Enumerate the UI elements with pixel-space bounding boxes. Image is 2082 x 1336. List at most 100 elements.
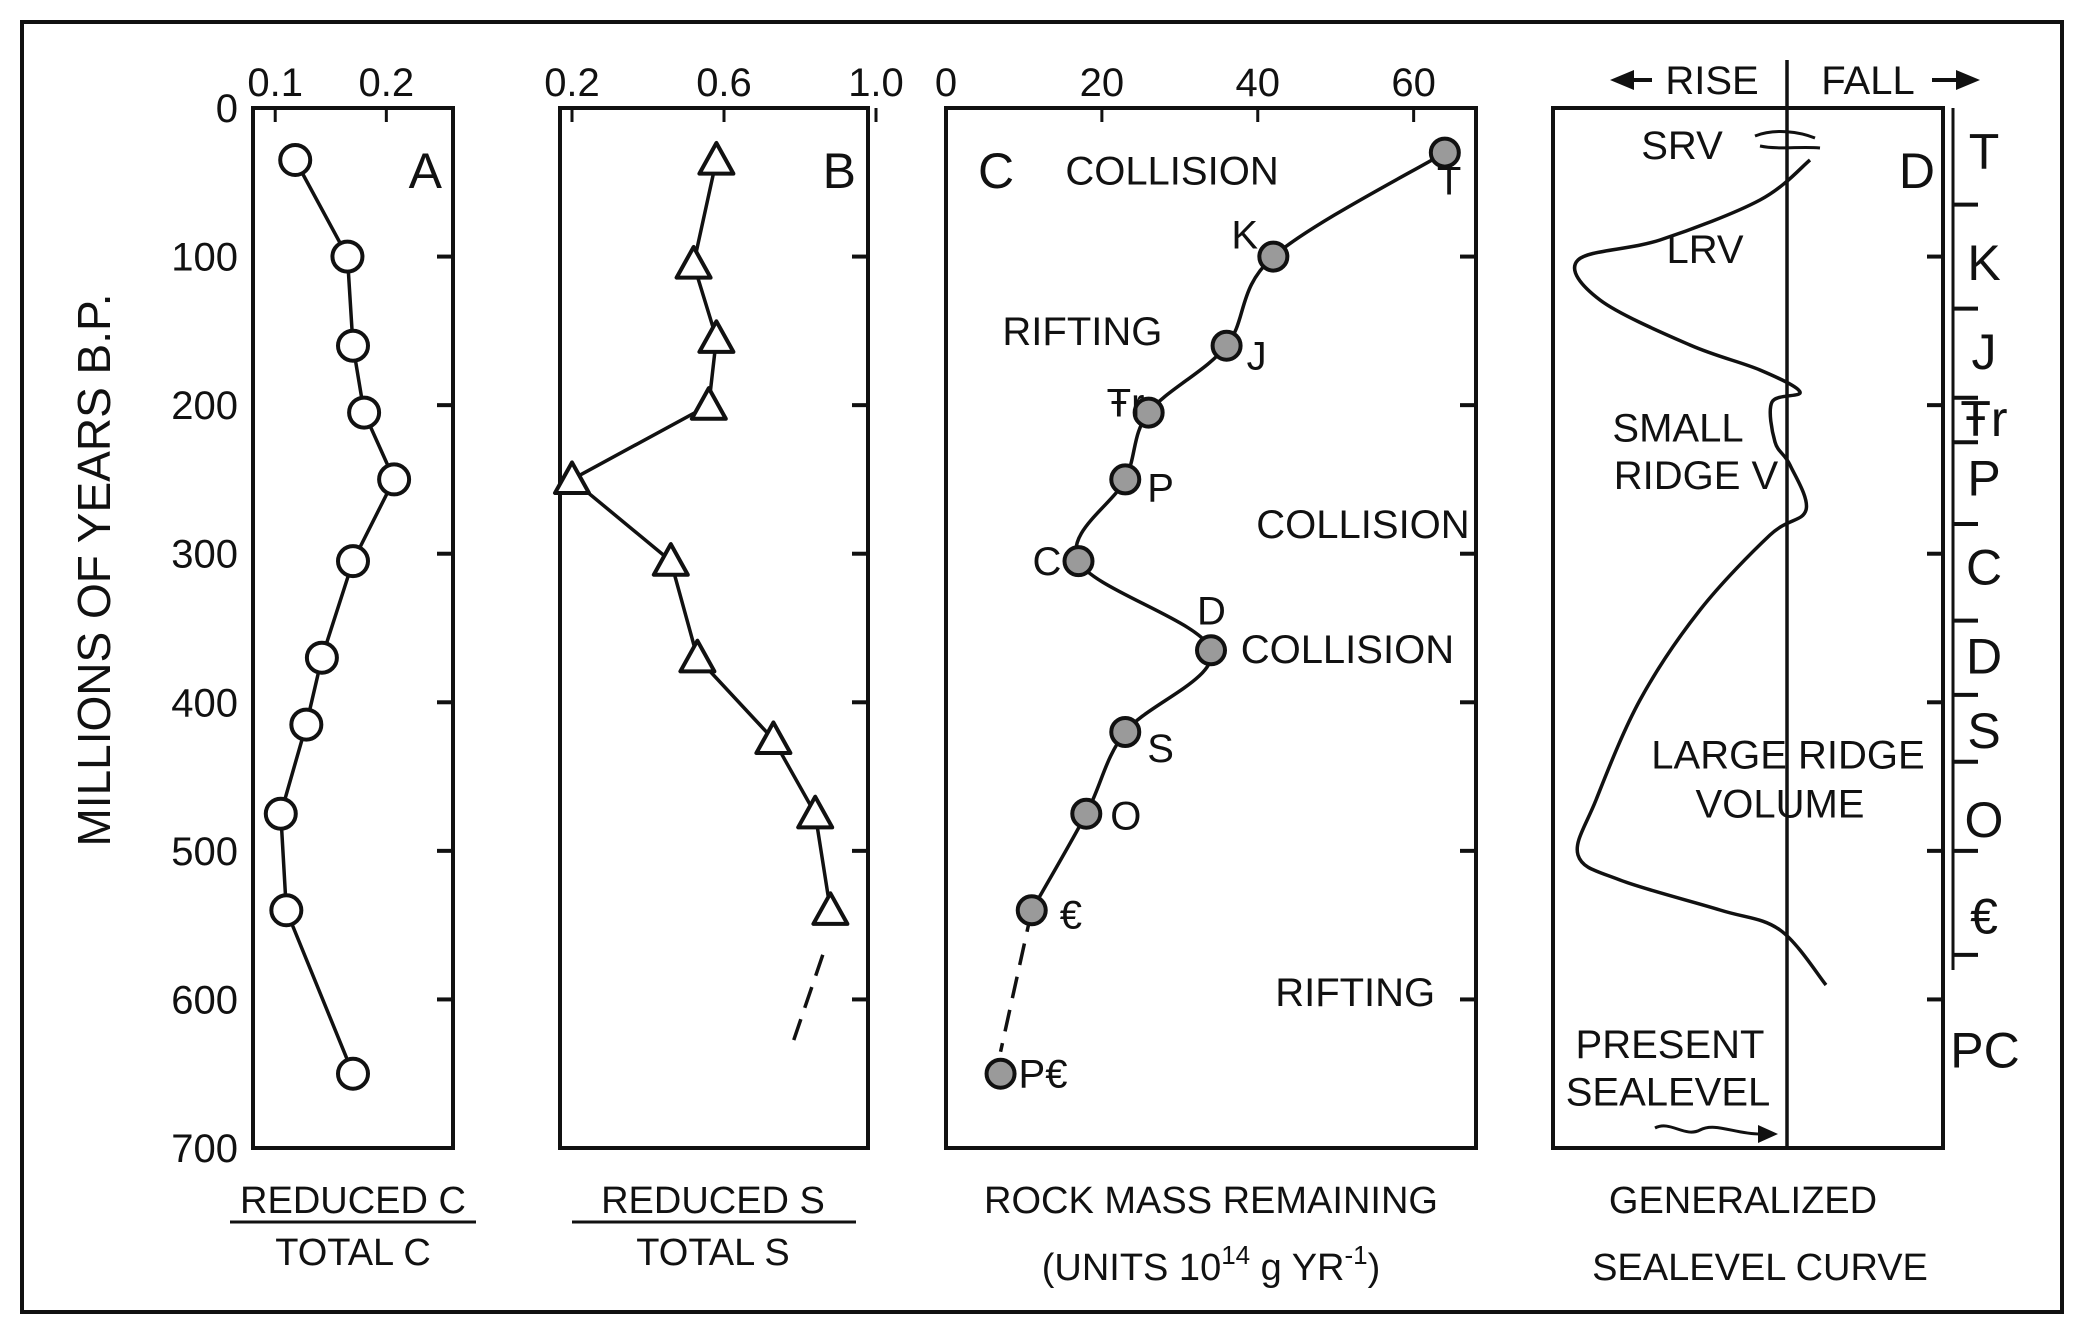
panel-b-x-tick-label: 1.0	[848, 61, 904, 105]
panel-a-caption-bottom: TOTAL C	[275, 1232, 431, 1274]
fall-arrow-icon	[1956, 70, 1980, 90]
panel-c-point-label: T	[1437, 160, 1461, 204]
panel-b-point	[697, 141, 736, 176]
panel-d-y-ticks	[1927, 254, 1943, 1002]
panel-a-x-tick-label: 0.2	[359, 61, 415, 105]
panel-c-annotation: COLLISION	[1241, 628, 1454, 672]
panel-a-point	[377, 462, 412, 497]
period-boundaries	[1953, 202, 1978, 957]
y-tick-label-400: 400	[171, 681, 238, 725]
panel-c-annotation: COLLISION	[1256, 503, 1469, 547]
y-tick-label-200: 200	[171, 384, 238, 428]
panel-a-y-ticks	[437, 254, 453, 1002]
panel-d-header-rise: RISE	[1665, 59, 1758, 103]
panel-c-point-label: D	[1197, 589, 1226, 633]
panel-c-point	[1109, 716, 1142, 748]
panel-c-point-label: Ŧr	[1107, 382, 1145, 426]
panel-a-markers	[263, 143, 412, 1091]
y-tick-label-100: 100	[171, 236, 238, 280]
panel-c-point-label: K	[1231, 214, 1258, 258]
panel-a-point	[269, 893, 304, 928]
period-label: PC	[1950, 1022, 2019, 1078]
panel-a-frame	[251, 106, 455, 1150]
panel-c-point	[1109, 463, 1142, 496]
panel-c-point	[1070, 797, 1103, 830]
panel-d-caption-bottom: SEALEVEL CURVE	[1592, 1247, 1928, 1289]
period-label: T	[1969, 124, 2000, 180]
panel-a-point	[336, 544, 370, 579]
panel-a-point	[263, 796, 298, 831]
panel-c-point-label: O	[1110, 795, 1141, 839]
y-tick-label-300: 300	[171, 533, 238, 577]
panel-d-annotation: VOLUME	[1696, 782, 1865, 826]
panel-c-point	[984, 1057, 1017, 1090]
period-label: K	[1967, 235, 2000, 291]
y-tick-label-0: 0	[216, 87, 238, 131]
panel-c-y-ticks	[1460, 254, 1476, 1002]
panel-d-letter: D	[1899, 143, 1935, 199]
panel-b-x-tick-label: 0.6	[696, 61, 752, 105]
panel-c-point-label: €	[1060, 893, 1082, 937]
panel-c-point	[1210, 329, 1243, 362]
panel-b-caption-bottom: TOTAL S	[636, 1232, 789, 1274]
panel-c-point-label: J	[1247, 335, 1267, 379]
panel-b-y-ticks	[852, 254, 868, 1002]
outer-frame	[20, 20, 2064, 1314]
panel-c-dashed-extension	[998, 909, 1034, 1053]
panel-a-point	[304, 640, 339, 675]
present-sealevel-arrow	[1654, 1124, 1761, 1136]
panel-b-point	[553, 460, 591, 496]
panel-c-letter: C	[978, 143, 1014, 199]
panel-c-x-tick-label: 20	[1080, 61, 1125, 105]
period-label: O	[1965, 792, 2004, 848]
panel-c-point	[1257, 240, 1290, 273]
panel-c-caption-bottom: (UNITS 1014 g YR-1)	[1042, 1240, 1381, 1289]
panel-c-annotation: COLLISION	[1065, 149, 1278, 193]
panel-c-point-label: P€	[1019, 1053, 1068, 1097]
rise-arrow-icon	[1610, 70, 1634, 90]
panel-d-caption-top: GENERALIZED	[1609, 1180, 1877, 1222]
panel-d-annotation: SEALEVEL	[1566, 1071, 1771, 1115]
panel-b-point	[796, 794, 835, 830]
panel-d-sealevel-curve	[1572, 158, 1828, 987]
panel-d-annotation: LARGE RIDGE	[1651, 733, 1924, 777]
panel-c-point	[1195, 634, 1227, 667]
panel-b-point	[678, 638, 717, 674]
panel-d-srv-squiggle	[1754, 130, 1821, 150]
period-label: S	[1967, 703, 2000, 759]
period-label: C	[1966, 540, 2002, 596]
panel-b-caption-top: REDUCED S	[601, 1180, 825, 1222]
y-axis-label: MILLIONS OF YEARS B.P.	[68, 293, 120, 846]
panel-b-point	[697, 319, 736, 354]
panel-a-point	[289, 707, 324, 742]
panel-a-letter: A	[409, 143, 443, 199]
period-label: J	[1972, 324, 1997, 380]
panel-b-letter: B	[823, 143, 856, 199]
period-label: €	[1970, 889, 1998, 945]
panel-c-point	[1062, 545, 1095, 578]
y-tick-label-600: 600	[171, 978, 238, 1022]
panel-a-point	[336, 328, 370, 363]
y-tick-label-500: 500	[171, 830, 238, 874]
panel-c-caption-top: ROCK MASS REMAINING	[984, 1180, 1438, 1222]
panel-c-point-label: P	[1147, 466, 1174, 510]
panel-a-point	[330, 239, 365, 274]
panel-c-point	[1015, 894, 1048, 927]
panel-c-annotation: RIFTING	[1275, 971, 1435, 1015]
panel-c-point	[1132, 396, 1165, 429]
panel-c-x-tick-label: 60	[1391, 61, 1436, 105]
present-sealevel-arrow-head-icon	[1758, 1125, 1778, 1143]
panel-d-annotation: RIDGE V	[1614, 454, 1779, 498]
panel-c-point-label: C	[1033, 540, 1062, 584]
panel-b-dashed-extension	[790, 954, 825, 1045]
